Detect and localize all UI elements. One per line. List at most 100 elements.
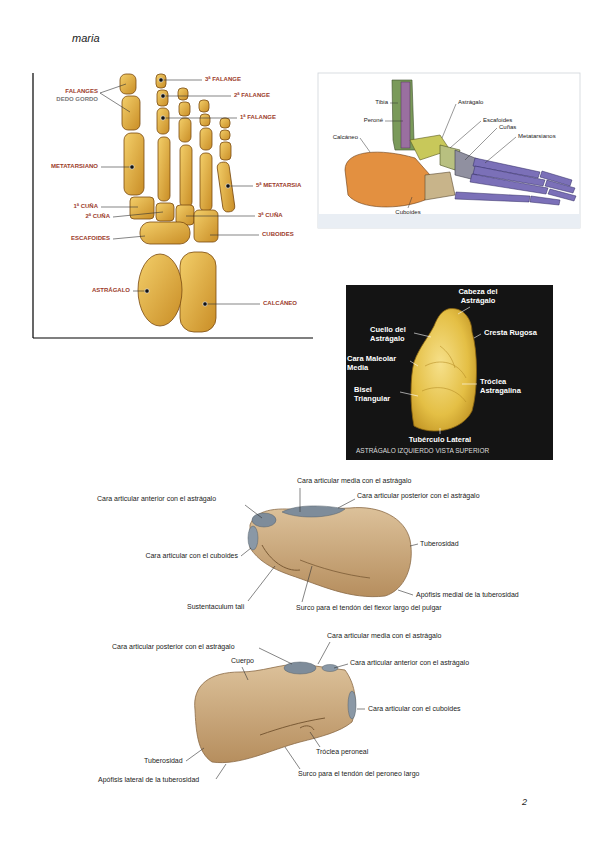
bone-label: 5ª METATARSIA	[256, 182, 301, 189]
marker-dots	[203, 302, 207, 306]
leader-lines	[334, 664, 348, 668]
leader-lines	[100, 84, 126, 93]
calcaneus-lateral-figure	[195, 664, 356, 763]
bone-label: ESCAFOIDES	[71, 235, 110, 242]
bone-label: 2ª FALANGE	[234, 92, 270, 99]
bone-label: FALANGES	[65, 88, 98, 95]
leader-lines	[113, 212, 163, 217]
foot-lateral-figure	[470, 174, 548, 194]
bone-label: Tibia	[375, 99, 388, 106]
talus-figure	[422, 346, 466, 402]
leader-lines	[186, 748, 204, 761]
leader-lines	[390, 103, 398, 104]
bone-label: 1ª CUÑA	[73, 203, 98, 210]
part-label: Tróclea peroneal	[316, 748, 368, 756]
foot-lateral-figure	[530, 196, 560, 205]
foot-dorsal-figure	[180, 252, 216, 332]
leader-lines	[245, 505, 262, 518]
leader-lines	[318, 642, 330, 664]
leader-lines	[241, 488, 418, 602]
bone-label: Cuñas	[499, 124, 516, 131]
calcaneus-medial-figure	[262, 545, 300, 570]
part-label: Tróclea Astragalina	[480, 378, 540, 395]
leader-lines	[259, 648, 292, 664]
leader-lines	[248, 566, 275, 601]
foot-dorsal-figure	[178, 88, 188, 100]
figure-frame	[33, 73, 313, 338]
foot-dorsal-figure	[138, 254, 182, 326]
part-label: Cresta Rugosa	[484, 329, 537, 338]
figure-caption: ASTRÁGALO IZQUIERDO VISTA SUPERIOR	[356, 447, 489, 454]
foot-dorsal-figure	[179, 118, 191, 142]
foot-dorsal-figure	[156, 74, 166, 88]
part-label: Cuello del Astrágalo	[370, 326, 420, 343]
part-label: Cara articular media con el astrágalo	[297, 477, 411, 485]
foot-dorsal-figure	[157, 108, 169, 134]
leader-lines	[101, 207, 138, 208]
foot-dorsal-figure	[199, 100, 209, 112]
calcaneus-lateral-figure	[322, 665, 338, 672]
foot-lateral-figure	[455, 192, 530, 202]
calcaneus-lateral-figure	[260, 718, 325, 735]
part-label: Cara Maleolar Media	[347, 355, 408, 372]
calcaneus-medial-figure	[252, 513, 276, 527]
foot-dorsal-figure	[220, 142, 231, 160]
leader-lines	[300, 488, 301, 512]
part-label: Bisel Triangular	[354, 386, 402, 403]
leader-lines	[113, 236, 145, 239]
foot-dorsal-figure	[180, 145, 192, 207]
leader-lines	[241, 548, 251, 556]
part-label: Sustentaculum tali	[187, 603, 244, 611]
leader-lines	[400, 392, 418, 396]
foot-lateral-figure	[318, 73, 580, 228]
leader-lines	[410, 544, 418, 546]
part-label: Cara articular posterior con el astrágal…	[357, 492, 480, 500]
leader-lines	[100, 93, 130, 112]
leader-lines	[485, 137, 516, 163]
marker-dots	[130, 165, 134, 169]
part-label: Cara articular con el cuboides	[368, 705, 461, 713]
bone-label: 3ª FALANGE	[205, 76, 241, 83]
part-label: Cara articular posterior con el astrágal…	[112, 643, 235, 651]
leader-lines	[462, 384, 477, 385]
marker-dots	[159, 78, 163, 82]
leader-lines	[408, 197, 412, 208]
bone-label: CUBOIDES	[262, 231, 294, 238]
part-label: Cara articular con el cuboides	[145, 552, 238, 560]
foot-dorsal-figure	[220, 130, 230, 140]
calcaneus-medial-figure	[248, 526, 258, 550]
leader-lines	[385, 121, 403, 122]
leader-lines	[474, 334, 481, 338]
calcaneus-lateral-figure	[284, 662, 316, 674]
leader-lines	[442, 104, 456, 138]
page-header: maria	[72, 32, 100, 45]
leader-lines	[186, 642, 365, 779]
foot-dorsal-figure	[156, 203, 174, 221]
foot-dorsal-figure	[217, 161, 236, 212]
leader-lines	[465, 128, 497, 160]
leader-lines	[100, 80, 260, 304]
leader-lines	[450, 121, 481, 148]
part-label: Tubérculo Lateral	[395, 436, 485, 445]
marker-dots	[145, 289, 149, 293]
leader-lines	[398, 590, 413, 595]
leader-lines	[310, 732, 320, 747]
marker-dots	[161, 116, 165, 120]
calcaneus-medial-figure	[248, 506, 411, 597]
foot-dorsal-figure	[140, 222, 190, 244]
part-label: Cabeza del Astrágalo	[448, 288, 508, 305]
part-label: Surco para el tendón del flexor largo de…	[296, 604, 442, 612]
bone-label: 2ª CUÑA	[85, 213, 110, 220]
leader-lines	[101, 167, 132, 168]
foot-lateral-figure	[318, 214, 580, 228]
calcaneus-medial-figure	[300, 560, 370, 578]
foot-dorsal-figure	[220, 118, 230, 128]
leader-lines	[440, 428, 441, 434]
talus-figure	[411, 309, 477, 431]
foot-dorsal-figure	[200, 128, 212, 150]
bone-label: 1ª FALANGE	[240, 114, 276, 121]
marker-dots	[226, 184, 230, 188]
calcaneus-lateral-figure	[300, 726, 314, 730]
bone-label: 3ª CUÑA	[258, 212, 283, 219]
